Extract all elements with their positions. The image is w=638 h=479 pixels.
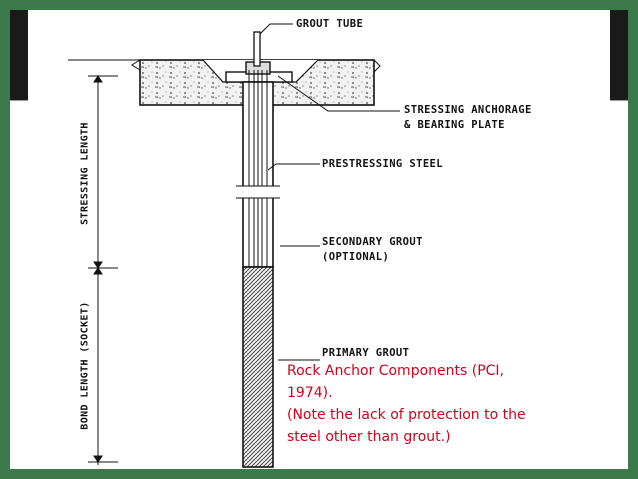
caption-line-1: Rock Anchor Components (PCI, xyxy=(287,363,504,379)
label-grout-tube: GROUT TUBE xyxy=(296,18,364,30)
caption-line-2: 1974). xyxy=(287,385,333,401)
rock-anchor-figure: GROUT TUBE STRESSING ANCHORAGE & BEARING… xyxy=(28,10,610,472)
primary-grout-zone xyxy=(242,266,274,468)
label-stressing-length: STRESSING LENGTH xyxy=(79,122,91,225)
label-secondary-grout-optional: (OPTIONAL) xyxy=(322,251,390,263)
label-primary-grout: PRIMARY GROUT xyxy=(322,347,410,359)
label-prestressing-steel: PRESTRESSING STEEL xyxy=(322,158,443,170)
caption-line-3: (Note the lack of protection to the xyxy=(287,407,526,423)
anchor-drawing xyxy=(68,23,400,468)
label-bearing-plate: & BEARING PLATE xyxy=(404,119,505,131)
label-stressing-anchorage: STRESSING ANCHORAGE xyxy=(404,104,532,116)
label-secondary-grout: SECONDARY GROUT xyxy=(322,236,423,248)
label-bond-length: BOND LENGTH (SOCKET) xyxy=(79,301,91,430)
dimension-lines xyxy=(88,75,118,465)
leader-lines xyxy=(259,23,400,361)
figure-caption: Rock Anchor Components (PCI, 1974). (Not… xyxy=(287,360,617,448)
grout-tube xyxy=(253,31,261,67)
caption-line-4: steel other than grout.) xyxy=(287,429,451,445)
prestressing-steel xyxy=(236,70,280,268)
